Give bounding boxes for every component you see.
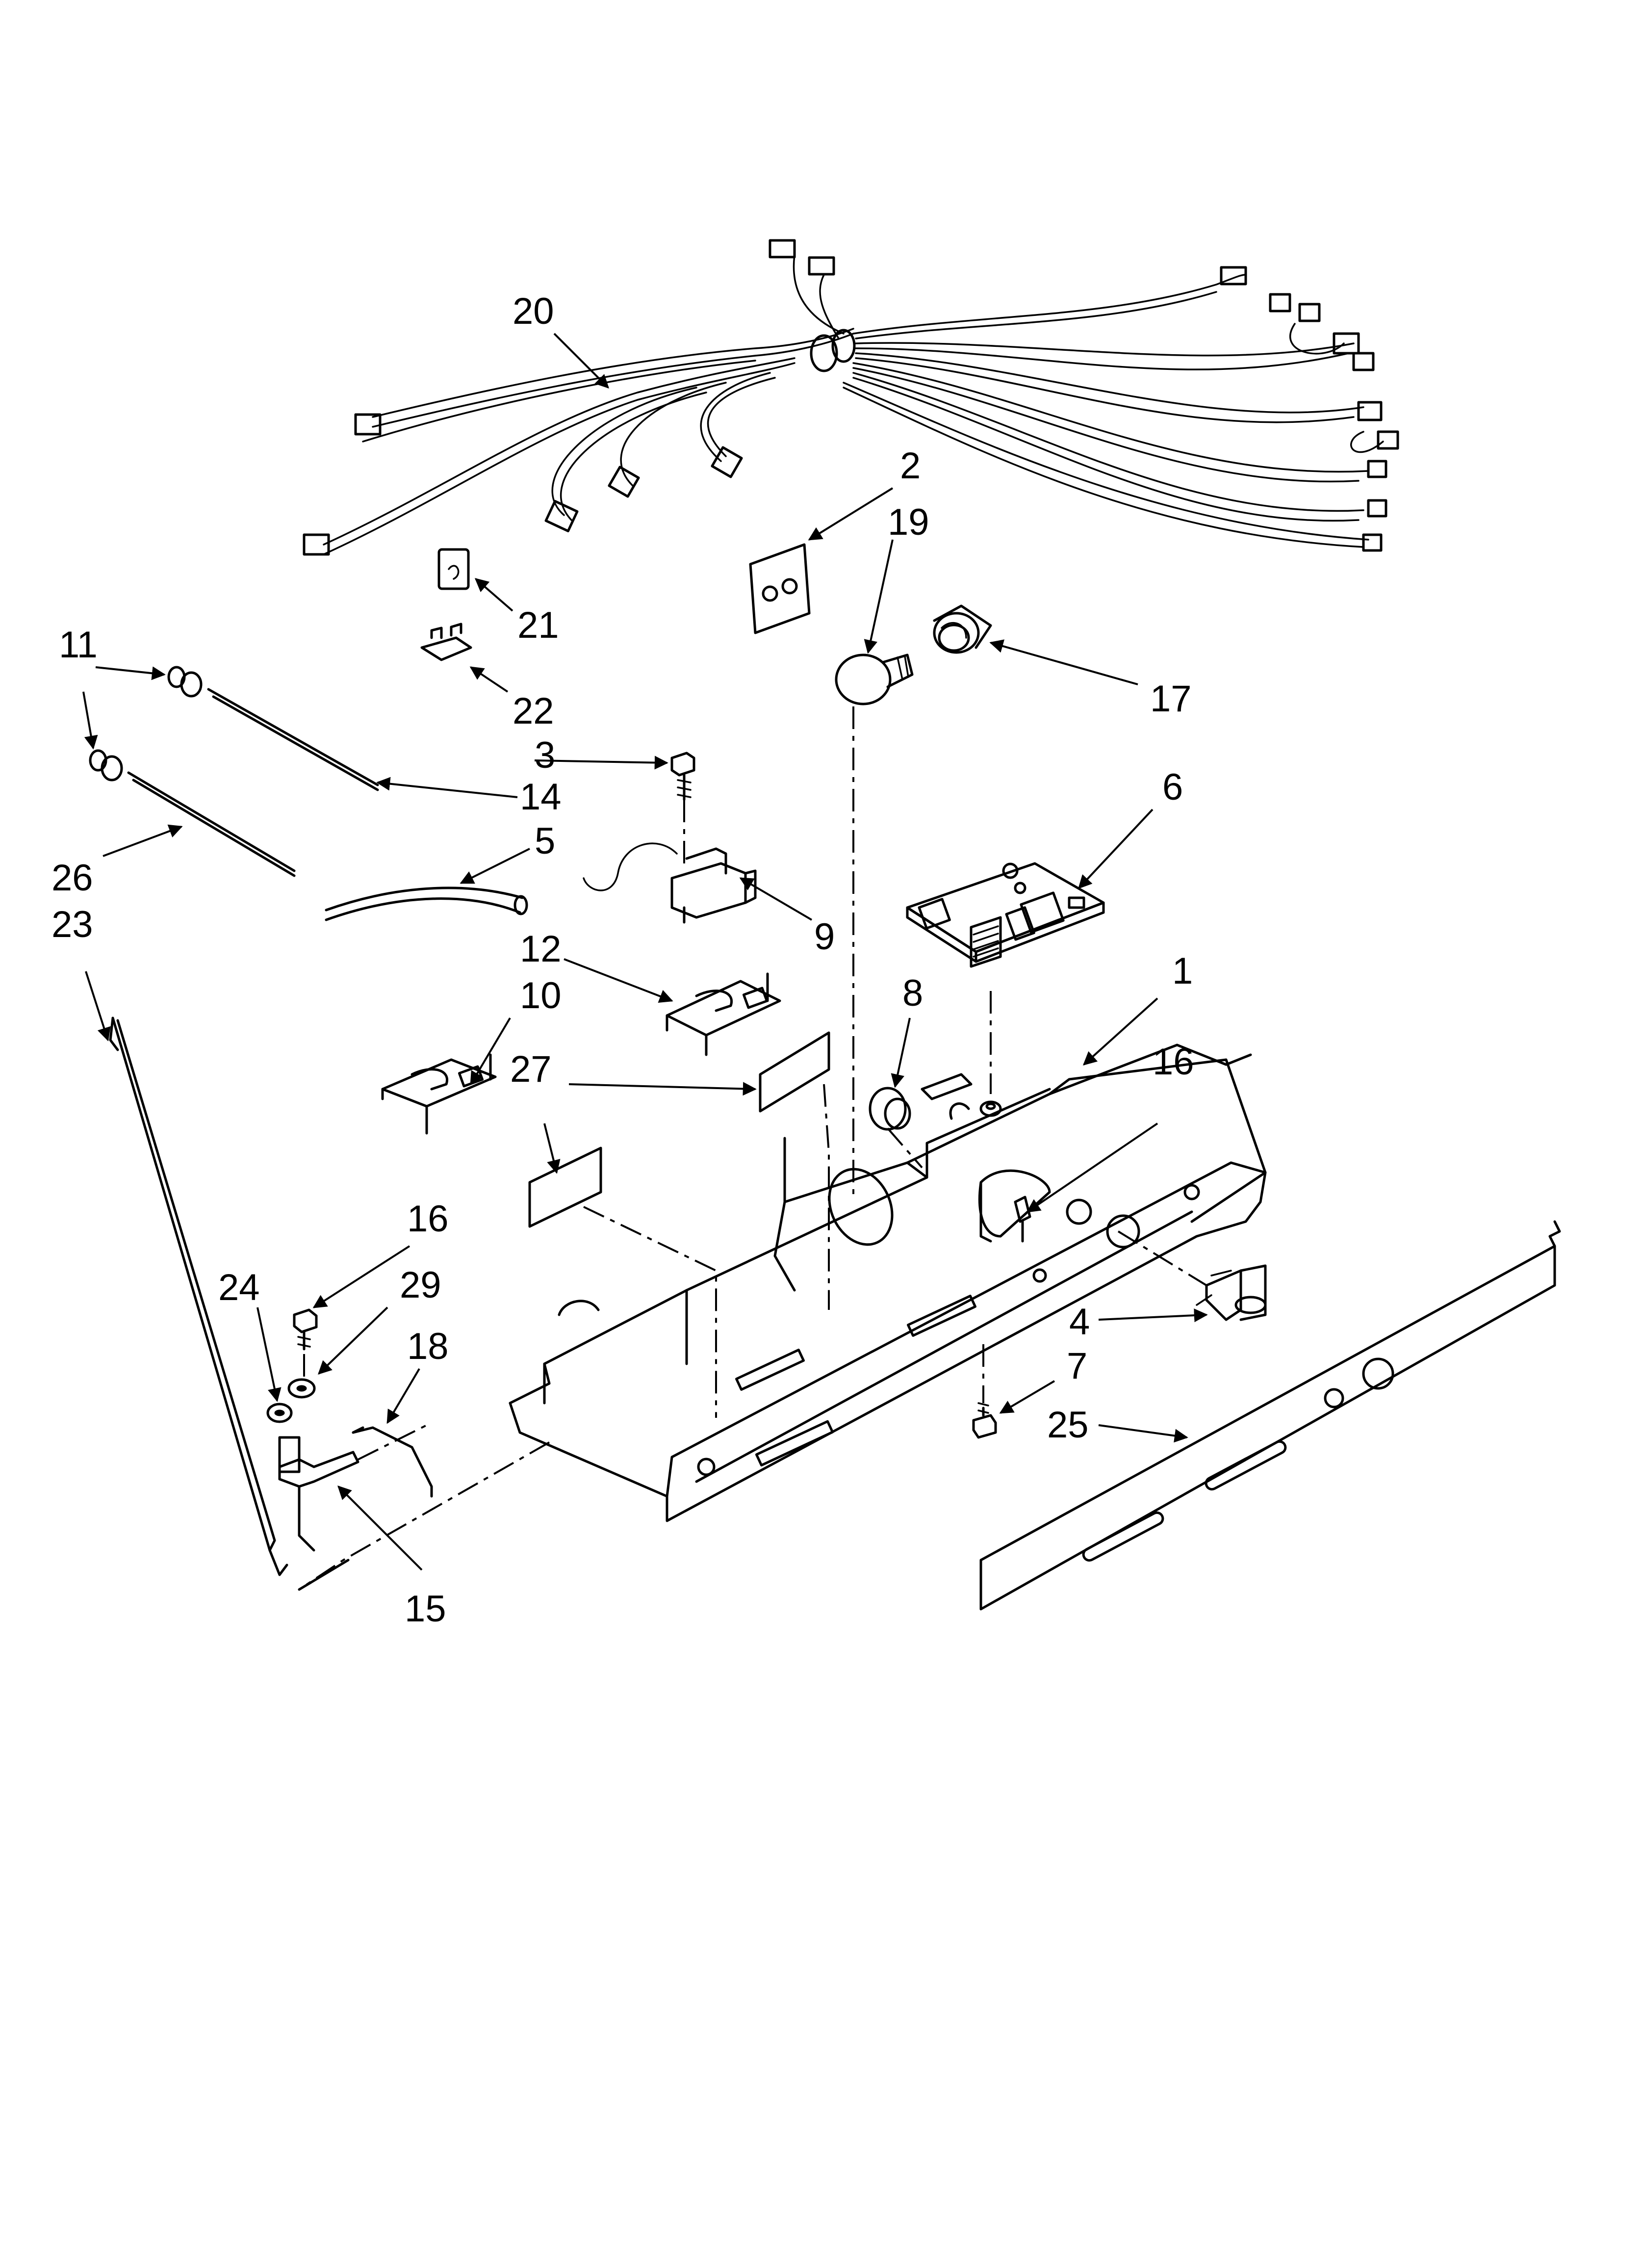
spacer[interactable] (266, 1403, 293, 1423)
control-housing[interactable] (509, 1043, 1267, 1522)
callout-10: 10 (520, 975, 562, 1017)
screw[interactable] (972, 1402, 997, 1439)
assembly-lines (298, 706, 1207, 1590)
callout-20: 20 (513, 290, 554, 332)
leader-lines (82, 333, 1208, 1571)
callout-9: 9 (814, 916, 835, 958)
callout-15: 15 (405, 1588, 446, 1630)
callout-11: 11 (59, 624, 98, 666)
callout-labels: 20 2 19 17 21 22 11 3 14 26 5 9 6 23 12 … (51, 290, 1194, 1630)
knob[interactable] (1196, 1264, 1267, 1321)
callout-8: 8 (902, 972, 923, 1014)
callout-23: 23 (51, 904, 93, 945)
plug[interactable] (869, 1087, 911, 1131)
screw[interactable] (670, 752, 695, 801)
connector[interactable] (437, 548, 470, 590)
gasket[interactable] (749, 543, 811, 634)
callout-1: 1 (1172, 950, 1193, 992)
callout-16-lower: 16 (407, 1198, 449, 1240)
damper-bracket[interactable] (381, 1053, 497, 1135)
thermistor[interactable] (127, 771, 296, 877)
callout-19: 19 (888, 501, 929, 543)
screw[interactable] (978, 1169, 1051, 1243)
bracket[interactable] (278, 1436, 359, 1591)
trim[interactable] (979, 1220, 1561, 1611)
light-bulb[interactable] (835, 653, 914, 705)
callout-17: 17 (1150, 678, 1192, 720)
callout-18: 18 (407, 1326, 449, 1367)
label[interactable] (528, 1031, 830, 1228)
callout-27: 27 (510, 1048, 552, 1090)
wire-harness[interactable] (303, 239, 1399, 556)
callout-29: 29 (400, 1264, 441, 1306)
callout-3: 3 (535, 734, 555, 776)
switch[interactable] (583, 842, 757, 924)
callout-14: 14 (520, 776, 562, 818)
callout-26: 26 (51, 857, 93, 899)
spring[interactable] (352, 1426, 433, 1498)
screw[interactable] (293, 1308, 318, 1351)
callout-22: 22 (513, 690, 554, 732)
callout-12: 12 (520, 928, 562, 970)
callout-7: 7 (1067, 1345, 1087, 1387)
thermistor[interactable] (207, 688, 379, 791)
callout-25: 25 (1047, 1404, 1089, 1446)
rod[interactable] (109, 1017, 288, 1576)
clip[interactable] (420, 623, 472, 661)
grommet[interactable] (979, 1100, 1002, 1117)
light-socket[interactable] (933, 604, 992, 654)
callout-4: 4 (1069, 1301, 1090, 1343)
control-board[interactable] (906, 862, 1105, 968)
callout-5: 5 (535, 820, 555, 862)
damper-bracket[interactable] (666, 972, 781, 1056)
tubing[interactable] (325, 886, 528, 921)
callout-2: 2 (900, 445, 921, 487)
callout-16-upper: 16 (1153, 1041, 1194, 1083)
callout-24: 24 (218, 1267, 260, 1308)
callout-21: 21 (517, 604, 559, 646)
washer[interactable] (287, 1378, 316, 1399)
callout-6: 6 (1162, 766, 1183, 808)
grommet[interactable] (89, 666, 203, 782)
